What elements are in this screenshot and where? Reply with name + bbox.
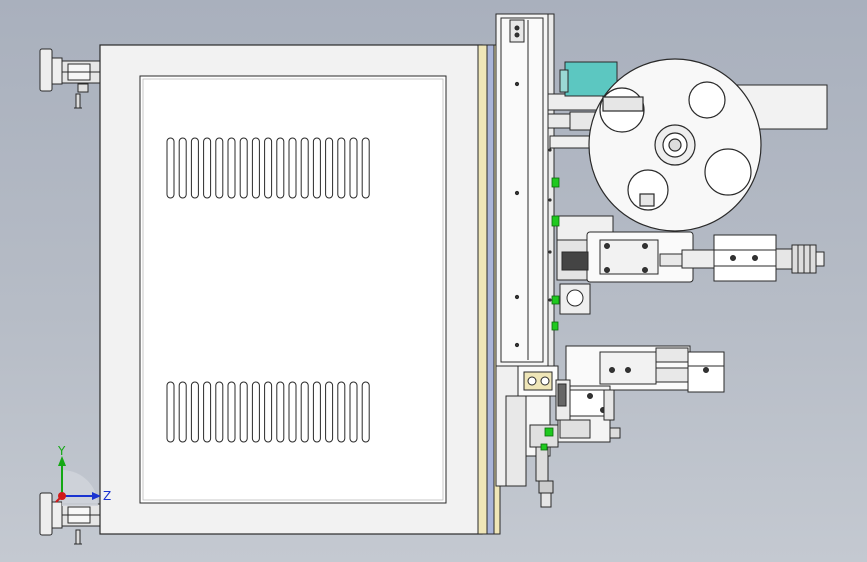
axis-y-label: Y — [57, 444, 66, 458]
vent-slot — [288, 381, 297, 443]
vent-slot — [276, 137, 285, 199]
vent-slot — [215, 137, 224, 199]
vent-slot — [239, 137, 248, 199]
vent-slot — [361, 381, 370, 443]
reel-disk[interactable] — [588, 58, 762, 232]
vent-slot — [178, 137, 187, 199]
vent-slot — [325, 137, 334, 199]
vent-slot — [276, 381, 285, 443]
foot-bottom-left[interactable] — [39, 492, 101, 545]
vent-slot — [239, 381, 248, 443]
vent-slot — [251, 381, 260, 443]
vent-slots-lower — [166, 381, 370, 443]
green-sensor — [551, 215, 560, 227]
vent-slot — [349, 137, 358, 199]
vent-slot — [264, 137, 273, 199]
vent-slot — [215, 381, 224, 443]
vent-slot — [166, 381, 175, 443]
vent-slot — [337, 137, 346, 199]
vent-slot — [190, 137, 199, 199]
plate-fasteners — [548, 148, 552, 302]
vent-slot — [203, 381, 212, 443]
vent-slot — [264, 381, 273, 443]
vent-slot — [312, 137, 321, 199]
green-sensor — [544, 427, 554, 437]
vent-slot — [203, 137, 212, 199]
green-sensor — [551, 321, 559, 331]
lower-bracket[interactable] — [495, 365, 559, 508]
foot-top-left[interactable] — [39, 48, 101, 109]
cylinder-upper[interactable] — [556, 215, 825, 283]
main-cabinet[interactable] — [99, 44, 483, 535]
vent-slot — [325, 381, 334, 443]
vent-slot — [288, 137, 297, 199]
vent-slot — [166, 137, 175, 199]
green-sensor — [540, 443, 548, 451]
vent-slot — [337, 381, 346, 443]
vent-slot — [300, 137, 309, 199]
green-sensor — [551, 177, 560, 188]
vent-slot — [361, 137, 370, 199]
vertical-plate[interactable] — [495, 13, 555, 367]
green-sensor — [551, 295, 560, 305]
vent-slot — [300, 381, 309, 443]
cylinder-lower[interactable] — [555, 283, 725, 443]
vent-slot — [227, 381, 236, 443]
axis-triad: Y Z — [55, 444, 111, 506]
vent-slot — [227, 137, 236, 199]
vent-slot — [312, 381, 321, 443]
vent-slot — [349, 381, 358, 443]
vent-slot — [178, 381, 187, 443]
vent-slot — [190, 381, 199, 443]
vent-slot — [251, 137, 260, 199]
vent-slots-upper — [166, 137, 370, 199]
green-sensors — [540, 177, 560, 451]
axis-z-label: Z — [103, 489, 111, 503]
